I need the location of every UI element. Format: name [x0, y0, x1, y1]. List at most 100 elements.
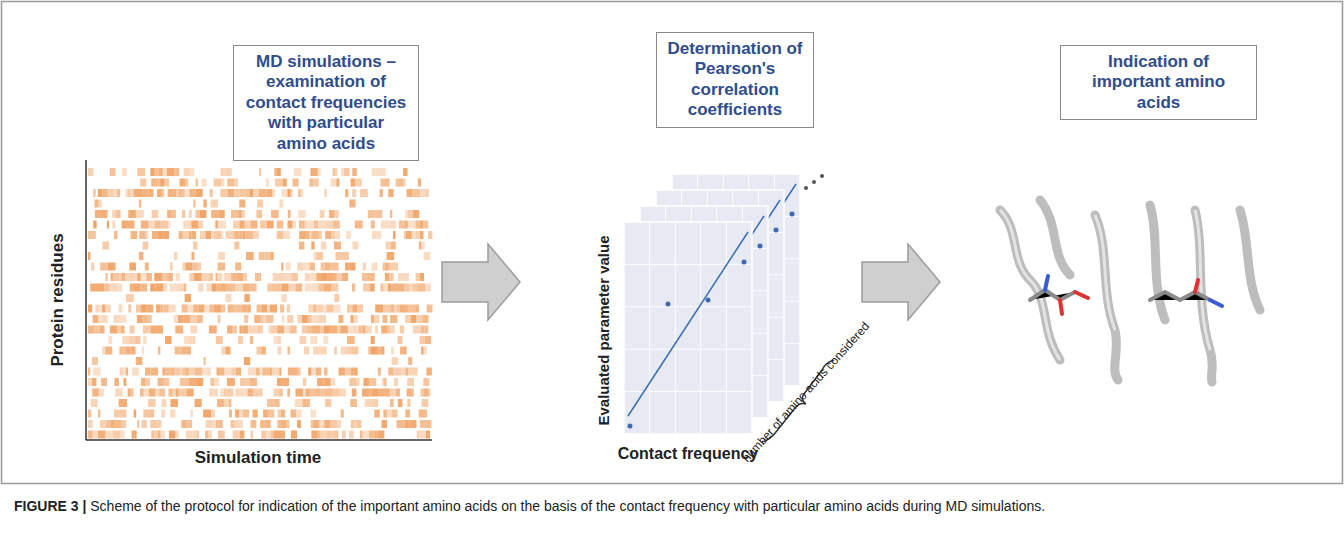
heat-cell [243, 326, 249, 334]
heat-cell [97, 284, 104, 292]
heat-cell [118, 315, 120, 323]
title-box: Indication of important amino acids [1060, 45, 1257, 120]
heat-cell [270, 368, 272, 376]
heat-cell [250, 378, 257, 386]
heat-cell [419, 410, 424, 418]
heat-cell [200, 231, 206, 239]
heat-cell [225, 168, 232, 176]
heat-cell [90, 284, 97, 292]
heat-cell [312, 326, 320, 334]
heat-cell [110, 168, 116, 176]
heat-cell [123, 368, 126, 376]
heat-cell [385, 263, 388, 271]
heat-cell [227, 378, 235, 386]
heat-cell [420, 231, 424, 239]
heat-cell [128, 189, 131, 197]
heat-cell [242, 210, 245, 218]
heat-cell [206, 231, 212, 239]
heat-cell [347, 347, 351, 355]
heat-cell [351, 315, 354, 323]
heat-cell [274, 399, 279, 407]
heat-cell [283, 179, 287, 187]
heat-cell [352, 305, 357, 313]
heat-cell [333, 221, 340, 229]
heat-cell [117, 189, 121, 197]
data-point [742, 260, 747, 265]
heat-cell [226, 389, 233, 397]
heat-cell [388, 368, 393, 376]
heat-cell [132, 431, 137, 439]
heat-cell [291, 189, 293, 197]
heat-cell [408, 357, 412, 365]
heat-cell [273, 336, 277, 344]
heat-cell [234, 179, 238, 187]
heat-cell [164, 378, 169, 386]
heat-cell [224, 368, 231, 376]
heat-cell [324, 378, 331, 386]
heat-cell [131, 189, 134, 197]
heat-cell [415, 305, 419, 313]
heat-cell [216, 420, 223, 428]
heat-cell [386, 389, 390, 397]
heat-cell [362, 273, 367, 281]
heat-cell [416, 231, 420, 239]
heat-cell [352, 242, 358, 250]
heat-cell [354, 315, 358, 323]
heat-cell [404, 231, 406, 239]
heat-cell [207, 284, 212, 292]
heat-cell [160, 305, 163, 313]
heat-cell [259, 210, 263, 218]
heat-cell [360, 431, 362, 439]
heat-cell [375, 305, 383, 313]
heat-cell [421, 347, 423, 355]
heat-cell [163, 284, 167, 292]
heat-cell [412, 189, 420, 197]
heat-cell [155, 389, 159, 397]
heat-cell [140, 179, 146, 187]
heat-cell [316, 305, 323, 313]
heat-cell [383, 263, 385, 271]
heat-cell [131, 347, 135, 355]
heat-cell [338, 420, 341, 428]
heat-cell [288, 368, 293, 376]
heat-cell [125, 273, 133, 281]
heat-cell [88, 368, 90, 376]
heat-cell [362, 326, 365, 334]
heat-cell [310, 273, 317, 281]
heat-cell [325, 399, 331, 407]
heat-cell [122, 221, 128, 229]
heat-cell [183, 221, 185, 229]
heat-cell [236, 273, 243, 281]
heat-cell [231, 368, 235, 376]
heat-cell [164, 305, 169, 313]
heat-cell [341, 410, 344, 418]
heat-cell [288, 221, 293, 229]
axis-label: Evaluated parameter value [595, 235, 612, 425]
data-point [666, 302, 671, 307]
heat-cell [157, 179, 160, 187]
heat-cell [272, 368, 280, 376]
heat-cell [231, 210, 239, 218]
heat-cell [299, 242, 304, 250]
data-point [706, 298, 711, 303]
heat-cell [189, 273, 193, 281]
heat-cell [261, 347, 266, 355]
heat-cell [267, 399, 274, 407]
heat-cell [214, 305, 221, 313]
heat-cell [100, 420, 106, 428]
heat-cell [126, 368, 128, 376]
heat-cell [98, 410, 100, 418]
heat-cell [253, 231, 256, 239]
heat-cell [158, 431, 161, 439]
heat-cell [319, 231, 322, 239]
heat-cell [257, 305, 262, 313]
heat-cell [235, 389, 239, 397]
heat-cell [192, 231, 197, 239]
heat-cell [374, 210, 382, 218]
heat-cell [352, 189, 356, 197]
heat-cell [382, 420, 388, 428]
heat-cell [357, 420, 362, 428]
data-point [790, 212, 795, 217]
heat-cell [224, 389, 226, 397]
heat-cell [133, 273, 138, 281]
